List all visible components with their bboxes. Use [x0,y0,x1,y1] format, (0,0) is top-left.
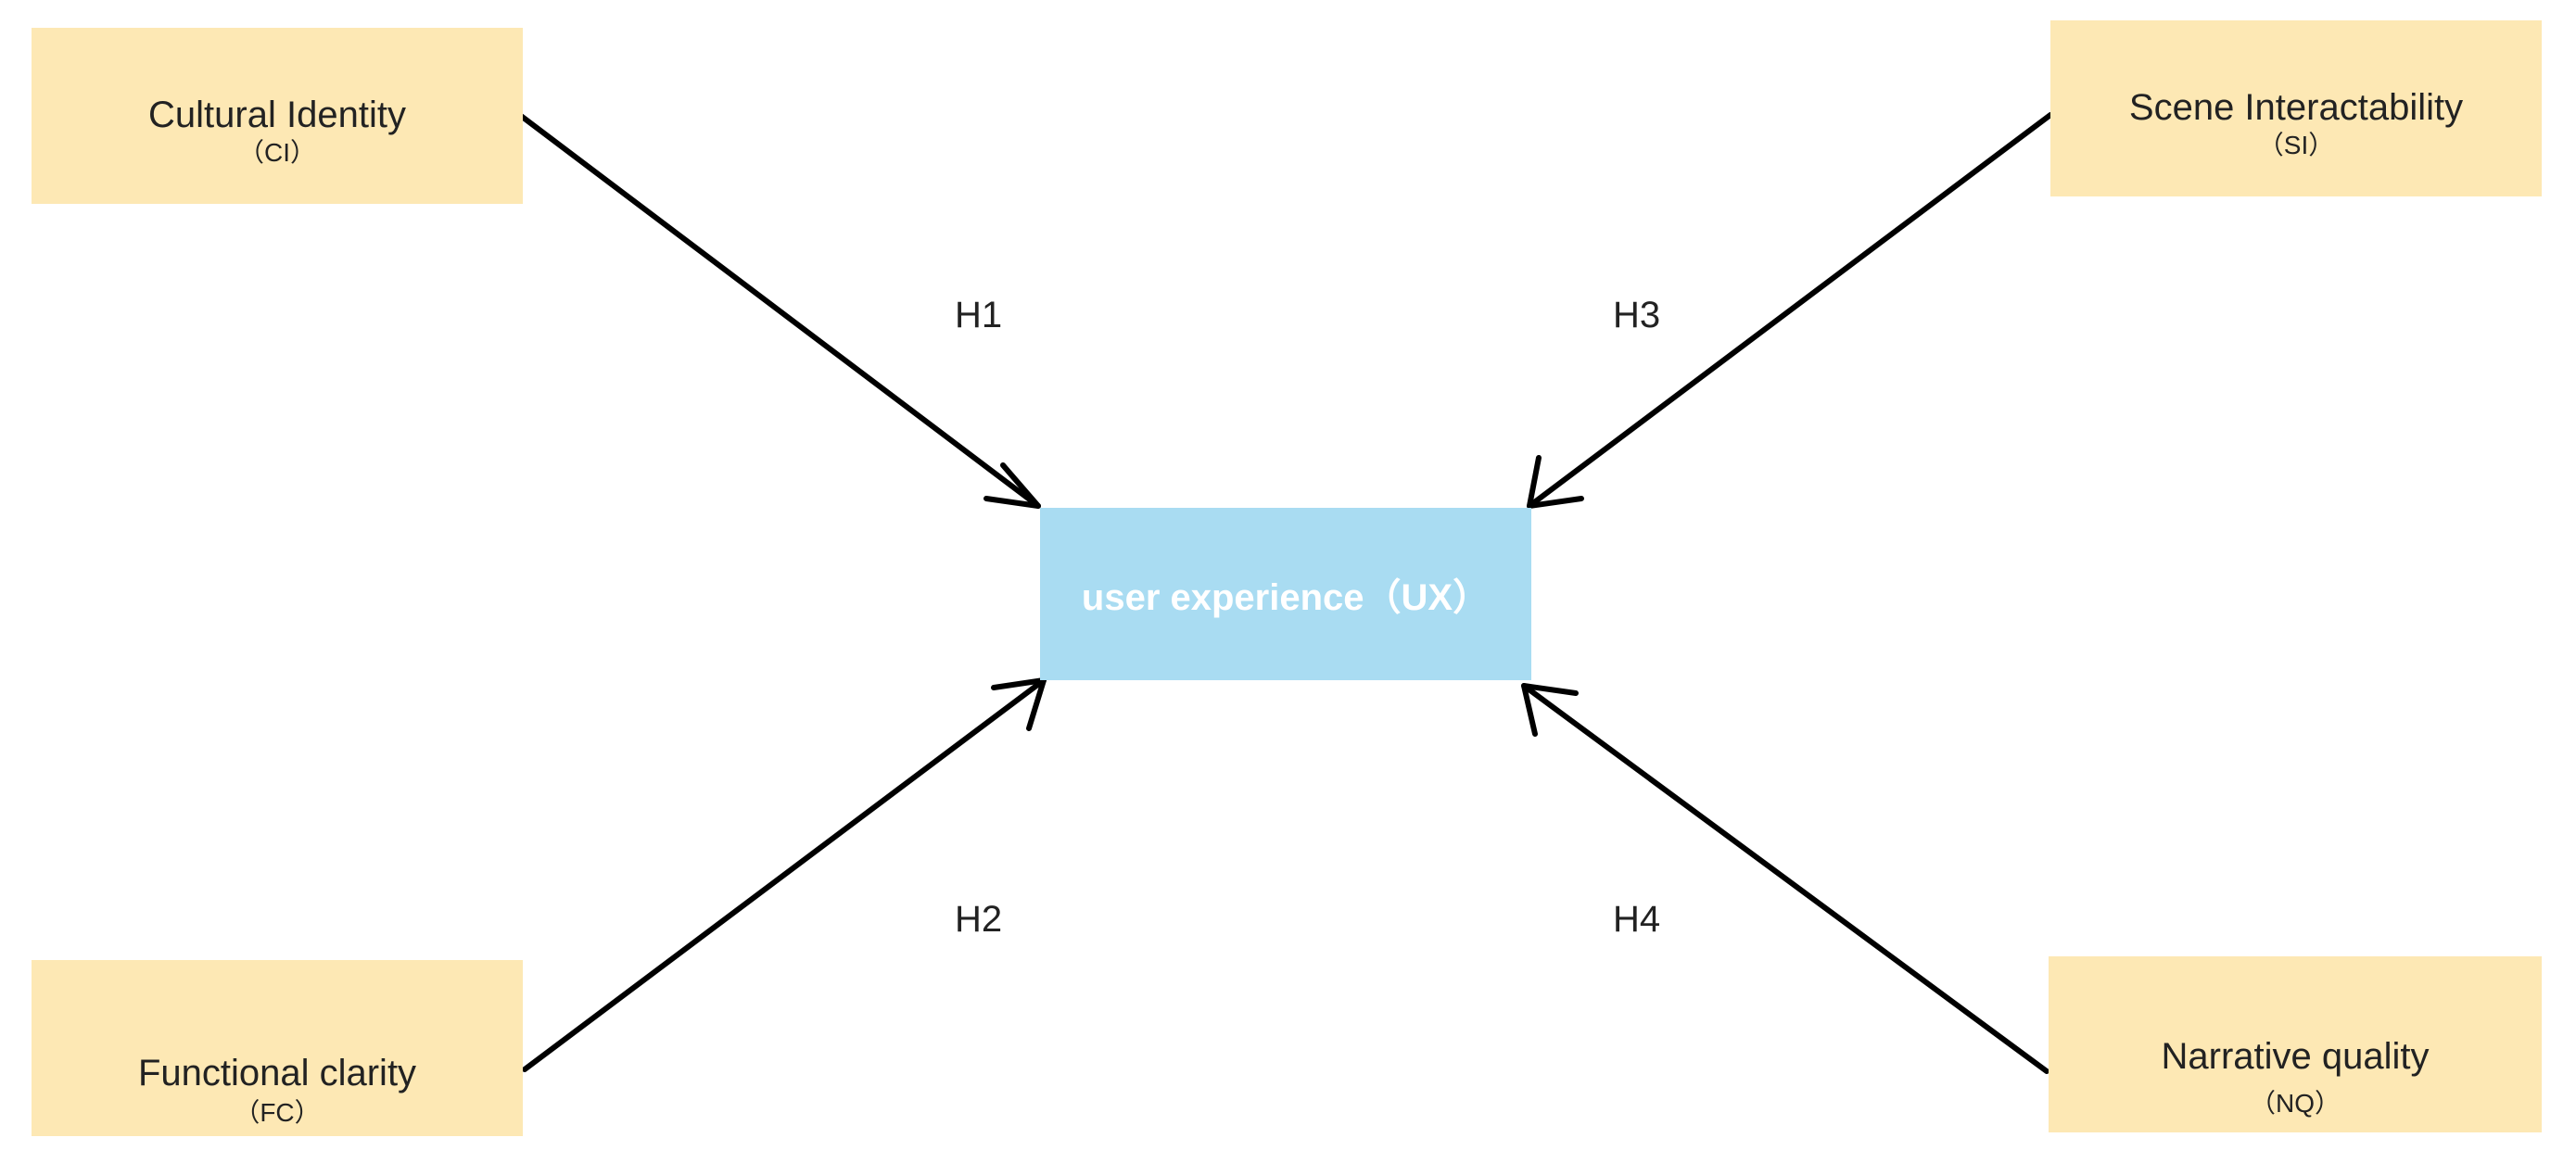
factor-title: Cultural Identity [148,95,406,135]
factor-box-cultural-identity: Cultural Identity （CI） [32,28,523,204]
factor-abbreviation: （FC） [234,1098,321,1127]
hypothesis-label-h2: H2 [955,899,1003,940]
factor-abbreviation: （SI） [2257,131,2335,159]
factor-abbreviation: （NQ） [2249,1089,2341,1118]
factor-abbreviation: （CI） [237,138,316,167]
arrow-h3 [1527,112,2053,509]
factor-box-narrative-quality: Narrative quality （NQ） [2049,956,2542,1132]
arrow-h4 [1521,683,2049,1074]
hypothesis-label-h3: H3 [1613,295,1661,335]
factor-box-functional-clarity: Functional clarity （FC） [32,960,523,1136]
arrow-h1 [514,110,1041,509]
factor-box-scene-interactability: Scene Interactability （SI） [2050,20,2542,196]
hypothesis-label-h1: H1 [955,295,1003,335]
arrow-h2 [522,677,1047,1072]
center-box-user-experience: user experience（UX） [1040,508,1531,680]
factor-title: Narrative quality [2161,1036,2430,1077]
factor-title: Functional clarity [137,1053,417,1093]
hypothesis-label-h4: H4 [1613,899,1661,940]
factor-title: Scene Interactability [2128,87,2464,128]
